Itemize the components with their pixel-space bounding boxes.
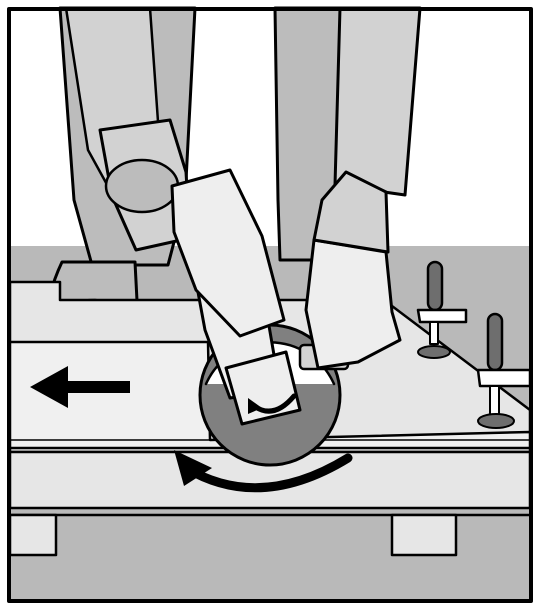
sleeve-right — [312, 170, 390, 254]
glove-left — [170, 168, 286, 338]
frame — [7, 7, 533, 603]
rotation-arrow-large-head — [174, 450, 212, 486]
clamp-right — [476, 312, 532, 429]
glove-right — [304, 238, 402, 370]
rotation-arrow-head — [248, 398, 262, 414]
arrow-left-icon — [30, 366, 130, 408]
rotation-arrow-large-icon — [181, 453, 353, 493]
clamp-left — [416, 260, 468, 359]
